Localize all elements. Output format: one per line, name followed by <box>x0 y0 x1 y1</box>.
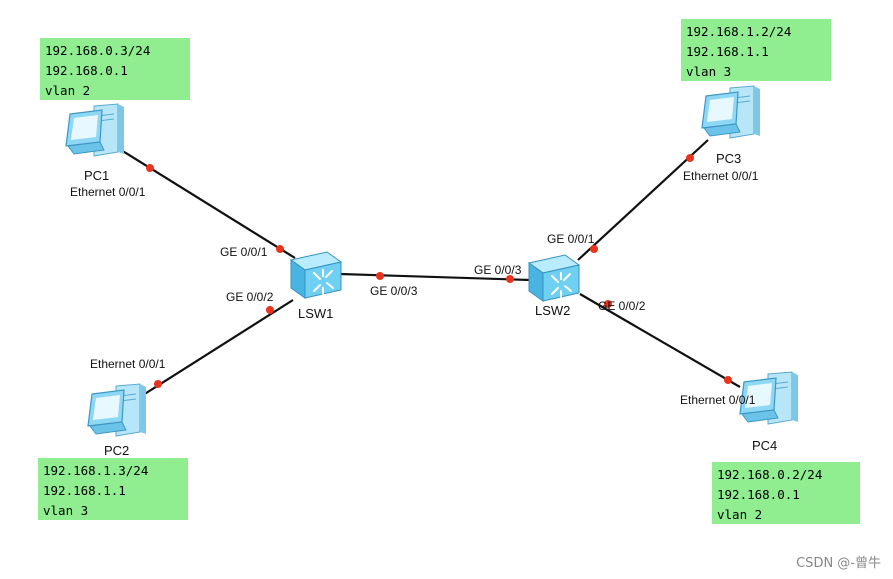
pc3-ip: 192.168.1.2/24 <box>686 24 792 39</box>
lsw1-ge1-label: GE 0/0/1 <box>220 245 268 259</box>
lsw2-label: LSW2 <box>535 303 570 318</box>
pc3-label: PC3 <box>716 151 741 166</box>
pc3-icon[interactable] <box>701 85 761 139</box>
pc1-vlan: vlan 2 <box>45 83 91 98</box>
pc1-gateway: 192.168.0.1 <box>45 63 128 78</box>
pc2-port-label: Ethernet 0/0/1 <box>90 357 166 371</box>
pc4-info-note: 192.168.0.2/24 192.168.0.1 vlan 2 <box>712 462 860 524</box>
pc1-label: PC1 <box>84 168 109 183</box>
pc3-gateway: 192.168.1.1 <box>686 44 769 59</box>
pc2-vlan: vlan 3 <box>43 503 89 518</box>
lsw2-ge2-label: GE 0/0/2 <box>598 299 646 313</box>
lsw2-ge3-label: GE 0/0/3 <box>474 263 522 277</box>
lsw1-ge2-label: GE 0/0/2 <box>226 290 274 304</box>
pc2-ip: 192.168.1.3/24 <box>43 463 149 478</box>
pc3-port-label: Ethernet 0/0/1 <box>683 169 759 183</box>
pc1-info-note: 192.168.0.3/24 192.168.0.1 vlan 2 <box>40 38 190 100</box>
pc3-info-note: 192.168.1.2/24 192.168.1.1 vlan 3 <box>681 19 831 81</box>
pc1-ip: 192.168.0.3/24 <box>45 43 151 58</box>
pc2-icon[interactable] <box>87 383 147 437</box>
pc2-label: PC2 <box>104 443 129 458</box>
pc2-info-note: 192.168.1.3/24 192.168.1.1 vlan 3 <box>38 458 188 520</box>
port-dot <box>276 245 284 253</box>
pc4-gateway: 192.168.0.1 <box>717 487 800 502</box>
lsw1-switch-icon[interactable] <box>290 251 342 299</box>
lsw2-switch-icon[interactable] <box>528 254 580 302</box>
link-lsw2-pc4 <box>579 293 741 388</box>
port-dot <box>724 376 732 384</box>
link-lsw1-lsw2 <box>339 272 531 282</box>
pc3-vlan: vlan 3 <box>686 64 732 79</box>
port-dot <box>266 306 274 314</box>
lsw1-label: LSW1 <box>298 306 333 321</box>
pc2-gateway: 192.168.1.1 <box>43 483 126 498</box>
port-dot <box>376 272 384 280</box>
link-lsw2-pc3 <box>577 139 709 261</box>
port-dot <box>590 245 598 253</box>
lsw1-ge3-label: GE 0/0/3 <box>370 284 418 298</box>
pc4-ip: 192.168.0.2/24 <box>717 467 823 482</box>
pc1-icon[interactable] <box>65 103 125 157</box>
port-dot <box>154 380 162 388</box>
pc4-port-label: Ethernet 0/0/1 <box>680 393 756 407</box>
pc4-label: PC4 <box>752 438 777 453</box>
watermark: CSDN @-曾牛 <box>796 556 881 571</box>
lsw2-ge1-label: GE 0/0/1 <box>547 232 595 246</box>
port-dot <box>686 154 694 162</box>
port-dot <box>506 275 514 283</box>
pc1-port-label: Ethernet 0/0/1 <box>70 185 146 199</box>
pc4-vlan: vlan 2 <box>717 507 763 522</box>
port-dot <box>604 300 612 308</box>
port-dot <box>146 164 154 172</box>
